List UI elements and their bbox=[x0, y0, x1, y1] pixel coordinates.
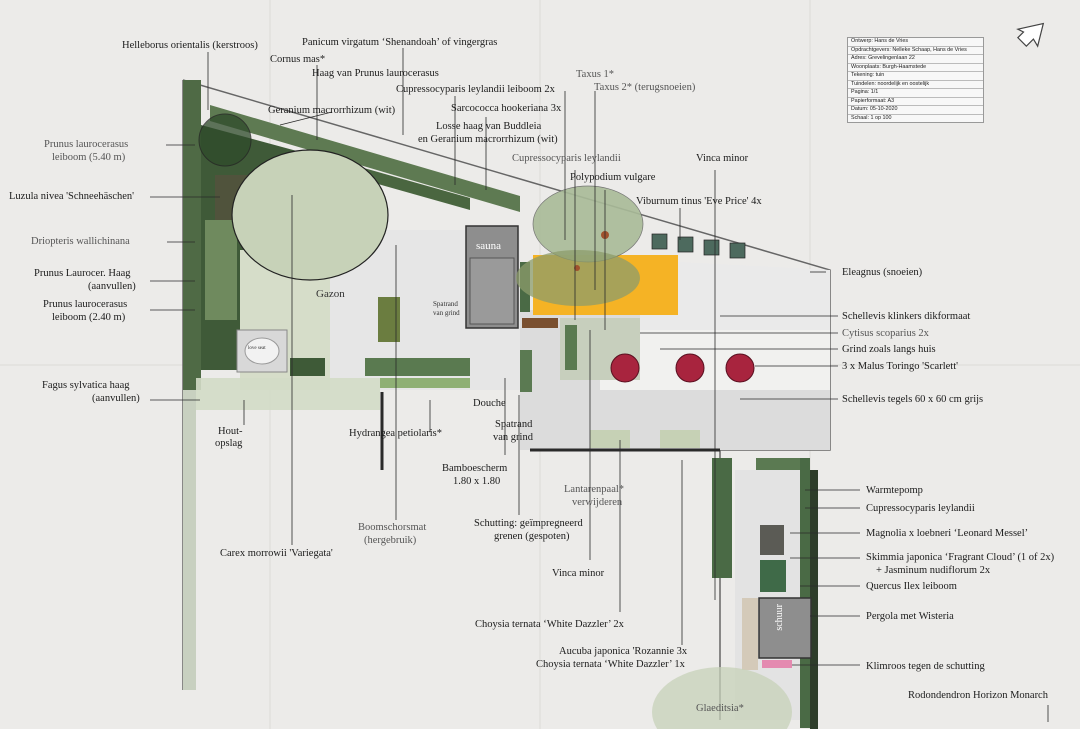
panicum-bed bbox=[378, 297, 400, 342]
label-prunus-haag-1: Prunus Laurocer. Haag bbox=[34, 268, 131, 279]
left-hedge bbox=[183, 80, 201, 690]
label-choysia-1x: Choysia ternata ‘White Dazzler’ 1x bbox=[536, 659, 685, 670]
schuur-label: schuur bbox=[774, 604, 785, 631]
label-klinkers: Schellevis klinkers dikformaat bbox=[842, 311, 971, 322]
title-row: Tuindelen: noordelijk en oostelijk bbox=[848, 81, 983, 89]
label-haag-prunus: Haag van Prunus laurocerasus bbox=[312, 68, 439, 79]
label-cupressocyparis: Cupressocyparis leylandii bbox=[512, 153, 621, 164]
label-lantaren-1: Lantarenpaal* bbox=[564, 484, 625, 495]
title-row: Woonplaats: Burgh-Haamstede bbox=[848, 64, 983, 72]
label-boomschors-1: Boomschorsmat bbox=[358, 522, 427, 533]
spatrand-strip bbox=[522, 318, 558, 328]
label-prunus-240-2: leiboom (2.40 m) bbox=[52, 312, 126, 323]
leader-lines bbox=[150, 48, 1049, 722]
label-schutting-2: grenen (gespoten) bbox=[494, 531, 570, 542]
label-fagus-2: (aanvullen) bbox=[92, 393, 140, 404]
title-row: Adres: Grevelingenlaan 22 bbox=[848, 55, 983, 64]
malus-trees bbox=[610, 353, 755, 383]
label-skimmia-1: Skimmia japonica ‘Fragrant Cloud’ (1 of … bbox=[866, 552, 1055, 563]
title-row: Opdrachtgevers: Nelleke Schaap, Hans de … bbox=[848, 47, 983, 55]
title-row: Tekening: tuin bbox=[848, 72, 983, 81]
label-helleborus: Helleborus orientalis (kerstroos) bbox=[122, 40, 258, 51]
label-quercus: Quercus Ilex leiboom bbox=[866, 581, 957, 592]
taxus-2-canopy bbox=[516, 250, 640, 306]
label-malus: 3 x Malus Toringo 'Scarlett' bbox=[842, 361, 959, 372]
label-klimroos: Klimroos tegen de schutting bbox=[866, 661, 985, 672]
helleborus-circle bbox=[198, 113, 252, 167]
title-block: Ontwerp: Hans de Vries Opdrachtgevers: N… bbox=[847, 37, 984, 123]
label-cytisus: Cytisus scoparius 2x bbox=[842, 328, 929, 339]
label-schutting-1: Schutting: geïmpregneerd bbox=[474, 518, 583, 529]
label-douche: Douche bbox=[473, 398, 506, 409]
label-skimmia-2: + Jasminum nudiflorum 2x bbox=[876, 565, 991, 576]
label-buddleia-2: en Geranium macrorrhizum (wit) bbox=[418, 134, 558, 145]
label-hout-1: Hout- bbox=[218, 426, 243, 437]
label-prunus-haag-2: (aanvullen) bbox=[88, 281, 136, 292]
east-garden bbox=[590, 430, 818, 729]
label-bamboe-2: 1.80 x 1.80 bbox=[453, 476, 501, 487]
sauna-label: sauna bbox=[476, 240, 502, 252]
label-polypodium: Polypodium vulgare bbox=[570, 172, 656, 183]
label-eleagnus: Eleagnus (snoeien) bbox=[842, 267, 923, 278]
label-grind: Grind zoals langs huis bbox=[842, 344, 936, 355]
label-spatrand-grind-2: van grind bbox=[493, 432, 533, 443]
label-taxus1: Taxus 1* bbox=[576, 69, 615, 80]
label-luzula: Luzula nivea 'Schneehäschen' bbox=[9, 191, 135, 202]
title-row: Pagina: 1/1 bbox=[848, 89, 983, 98]
label-glaeditsia: Glaeditsia* bbox=[696, 703, 744, 714]
label-hydrangea: Hydrangea petiolaris* bbox=[349, 428, 443, 439]
label-driopteris: Driopteris wallichinana bbox=[31, 236, 130, 247]
hedge-sauna-bottom bbox=[520, 350, 532, 392]
label-boomschors-2: (hergebruik) bbox=[364, 535, 417, 546]
spatrand-inplan-1: Spatrand bbox=[433, 300, 458, 308]
label-magnolia: Magnolia x loebneri ‘Leonard Messel’ bbox=[866, 528, 1029, 539]
label-prunus-540-2: leiboom (5.40 m) bbox=[52, 152, 126, 163]
label-taxus2: Taxus 2* (terugsnoeien) bbox=[594, 82, 696, 93]
stone-seat-text: love seat bbox=[248, 346, 266, 351]
title-row: Ontwerp: Hans de Vries bbox=[848, 38, 983, 47]
label-cupressocyparis-2x: Cupressocyparis leylandii leiboom 2x bbox=[396, 84, 555, 95]
label-spatrand-grind-1: Spatrand bbox=[495, 419, 533, 430]
label-lantaren-2: verwijderen bbox=[572, 497, 623, 508]
gazon-label: Gazon bbox=[316, 288, 345, 300]
title-row: Papierformaat: A3 bbox=[848, 98, 983, 106]
fagus-hedge bbox=[196, 358, 470, 410]
label-prunus-240-1: Prunus laurocerasus bbox=[43, 299, 128, 310]
label-warmtepomp: Warmtepomp bbox=[866, 485, 923, 496]
label-vinca-bottom: Vinca minor bbox=[552, 568, 605, 579]
north-arrow-icon bbox=[1016, 22, 1045, 48]
label-pergola: Pergola met Wisteria bbox=[866, 611, 954, 622]
title-row: Schaal: 1 op 100 bbox=[851, 114, 892, 121]
viburnum-shrubs bbox=[651, 233, 746, 259]
label-hout-2: opslag bbox=[215, 438, 243, 449]
label-bamboe-1: Bamboescherm bbox=[442, 463, 508, 474]
label-tegels: Schellevis tegels 60 x 60 cm grijs bbox=[842, 394, 984, 405]
stone-seat bbox=[236, 329, 288, 373]
label-viburnum: Viburnum tinus 'Eve Price' 4x bbox=[636, 196, 762, 207]
label-choysia-2x: Choysia ternata ‘White Dazzler’ 2x bbox=[475, 619, 624, 630]
label-prunus-540-1: Prunus laurocerasus bbox=[44, 139, 129, 150]
label-buddleia-1: Losse haag van Buddleia bbox=[436, 121, 542, 132]
label-rodondendron: Rodondendron Horizon Monarch bbox=[908, 690, 1048, 701]
house-walls bbox=[380, 392, 720, 470]
label-cupressocyparis-r: Cupressocyparis leylandii bbox=[866, 503, 975, 514]
title-row: Datum: 05-10-2020 bbox=[848, 106, 983, 115]
label-sarcococca: Sarcococca hookeriana 3x bbox=[451, 103, 562, 114]
label-vinca-top: Vinca minor bbox=[696, 153, 749, 164]
label-fagus-1: Fagus sylvatica haag bbox=[42, 380, 130, 391]
label-panicum: Panicum virgatum ‘Shenandoah’ of vingerg… bbox=[302, 37, 498, 48]
spatrand-inplan-2: van grind bbox=[433, 309, 460, 317]
label-geranium: Geranium macrorrhizum (wit) bbox=[268, 105, 396, 116]
label-cornus: Cornus mas* bbox=[270, 54, 326, 65]
label-aucuba: Aucuba japonica 'Rozannie 3x bbox=[559, 646, 688, 657]
sauna-building bbox=[465, 225, 519, 329]
label-carex: Carex morrowii 'Variegata' bbox=[220, 548, 333, 559]
